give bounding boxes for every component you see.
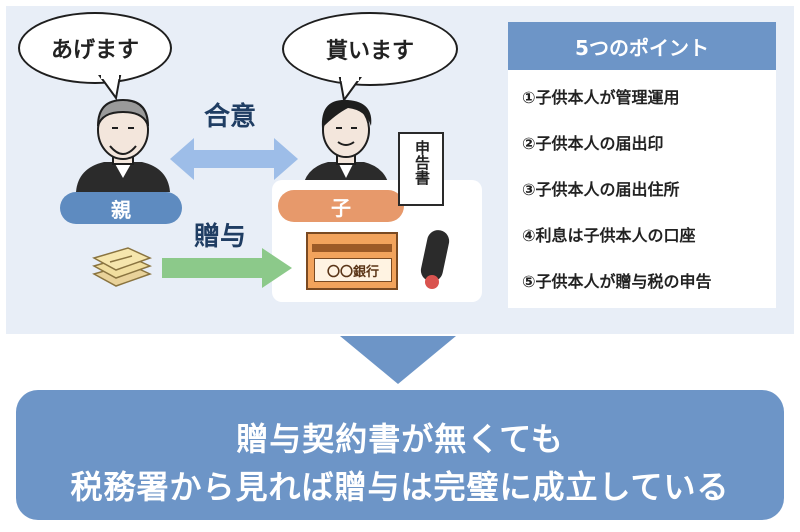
parent-bubble-tail: [98, 75, 122, 100]
parent-speech-text: あげます: [50, 38, 139, 63]
conclusion-box: 贈与契約書が無くても 税務署から見れば贈与は完璧に成立している: [16, 390, 784, 520]
tax-return-text: 申告書: [413, 140, 431, 185]
child-speech-bubble: 貰います: [282, 12, 458, 86]
bank-passbook-icon: 〇〇銀行: [306, 232, 398, 290]
five-points-panel: 5つのポイント ①子供本人が管理運用 ②子供本人の届出印 ③子供本人の届出住所 …: [508, 22, 776, 308]
bank-name-text: 〇〇銀行: [326, 264, 379, 280]
point-item-2: ②子供本人の届出印: [522, 134, 664, 153]
gift-arrow-icon: [162, 248, 292, 288]
point-item-5: ⑤子供本人が贈与税の申告: [522, 272, 712, 291]
gift-label: 贈与: [194, 222, 247, 252]
parent-person-icon: [76, 98, 170, 192]
child-label: 子: [278, 190, 404, 222]
child-person-icon: [302, 99, 390, 192]
double-arrow-icon: [170, 138, 298, 180]
conclusion-line-2: 税務署から見れば贈与は完璧に成立している: [70, 468, 730, 506]
down-arrow-icon: [340, 336, 456, 384]
parent-label: 親: [60, 192, 182, 224]
point-item-4: ④利息は子供本人の口座: [522, 226, 696, 245]
child-speech-text: 貰います: [325, 39, 414, 64]
seal-stamp-icon: [420, 230, 450, 289]
parent-speech-bubble: あげます: [18, 12, 172, 84]
money-stack-icon: [92, 247, 152, 287]
agreement-label: 合意: [204, 102, 257, 132]
point-item-1: ①子供本人が管理運用: [522, 88, 680, 107]
conclusion-line-1: 贈与契約書が無くても: [236, 420, 564, 458]
tax-return-document: 申告書: [398, 132, 444, 206]
passbook-stripe: [312, 244, 392, 252]
bank-name-field: 〇〇銀行: [314, 258, 392, 282]
point-item-3: ③子供本人の届出住所: [522, 180, 680, 199]
five-points-title: 5つのポイント: [508, 22, 776, 70]
child-bubble-tail: [338, 77, 362, 102]
